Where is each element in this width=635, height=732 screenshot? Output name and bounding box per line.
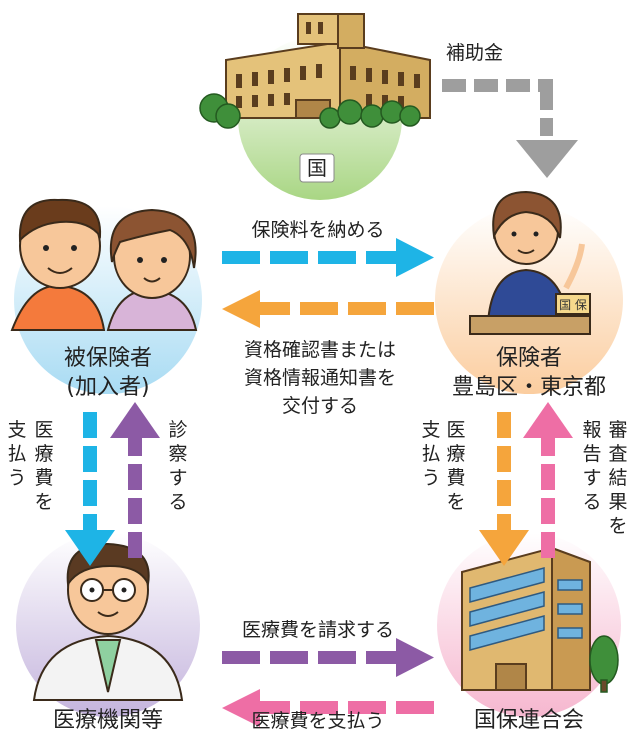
- node-kuni: 国: [199, 13, 431, 200]
- certificate-label-line1: 資格確認書または: [244, 339, 396, 361]
- certificate-label-line3: 交付する: [282, 395, 358, 417]
- flow-pay: 医療費を支払う: [222, 689, 434, 732]
- medical-label: 医療機関等: [53, 708, 163, 732]
- subsidy-label: 補助金: [446, 42, 503, 64]
- examine-col1: 診察する: [168, 419, 187, 513]
- svg-text:国 保: 国 保: [559, 298, 587, 312]
- insured-label-line1: 被保険者: [64, 346, 152, 371]
- office-building-icon: [461, 546, 591, 691]
- kuni-trees: [199, 93, 421, 129]
- flow-certificate: 資格確認書または 資格情報通知書を 交付する: [222, 290, 434, 417]
- node-kokuho: 国保連合会: [437, 533, 621, 732]
- flow-premium: 保険料を納める: [222, 219, 434, 277]
- subsidy-arrow: [442, 79, 578, 178]
- claim-label: 医療費を請求する: [242, 619, 394, 641]
- insured-pay-arrow: [65, 412, 115, 566]
- certificate-arrow: [222, 290, 434, 328]
- insurer-pay-col1: 医療費を: [446, 419, 465, 513]
- government-building-icon: [225, 13, 431, 119]
- claim-arrow: [222, 638, 434, 677]
- flow-report: 審査結果を 報告する: [523, 402, 628, 558]
- flow-insurer-pay: 医療費を 支払う: [421, 412, 529, 566]
- kuni-label: 国: [307, 156, 327, 180]
- pay-label: 医療費を支払う: [251, 710, 384, 732]
- certificate-label-line2: 資格情報通知書を: [244, 367, 396, 389]
- examine-arrow: [110, 402, 160, 558]
- insured-pay-col1: 医療費を: [34, 419, 53, 513]
- node-insurer: 国 保 保険者 豊島区・東京都: [435, 190, 623, 400]
- report-arrow: [523, 402, 573, 558]
- insurer-pay-arrow: [479, 412, 529, 566]
- report-col1: 審査結果を: [608, 419, 627, 537]
- premium-label: 保険料を納める: [251, 219, 384, 241]
- family-icon: [10, 198, 198, 331]
- insured-pay-col2: 支払う: [7, 419, 26, 489]
- insurer-label-line2: 豊島区・東京都: [452, 375, 606, 400]
- kokuho-tree: [589, 635, 619, 693]
- node-insured: 被保険者 (加入者): [10, 198, 202, 400]
- insurer-label-line1: 保険者: [496, 346, 562, 371]
- kokuho-label: 国保連合会: [474, 708, 584, 732]
- report-col2: 報告する: [582, 419, 601, 513]
- insured-label-line2: (加入者): [66, 375, 149, 400]
- node-medical: 医療機関等: [16, 533, 200, 732]
- flow-insured-pay: 医療費を 支払う: [7, 412, 115, 566]
- flow-subsidy: 補助金: [442, 42, 578, 178]
- flow-claim: 医療費を請求する: [222, 619, 434, 677]
- insurer-pay-col2: 支払う: [421, 419, 440, 489]
- flow-examine: 診察する: [110, 402, 188, 558]
- pay-arrow: [222, 689, 434, 727]
- clerk-icon: 国 保: [469, 190, 591, 335]
- kuni-label-box: [299, 153, 335, 183]
- premium-arrow: [222, 238, 434, 277]
